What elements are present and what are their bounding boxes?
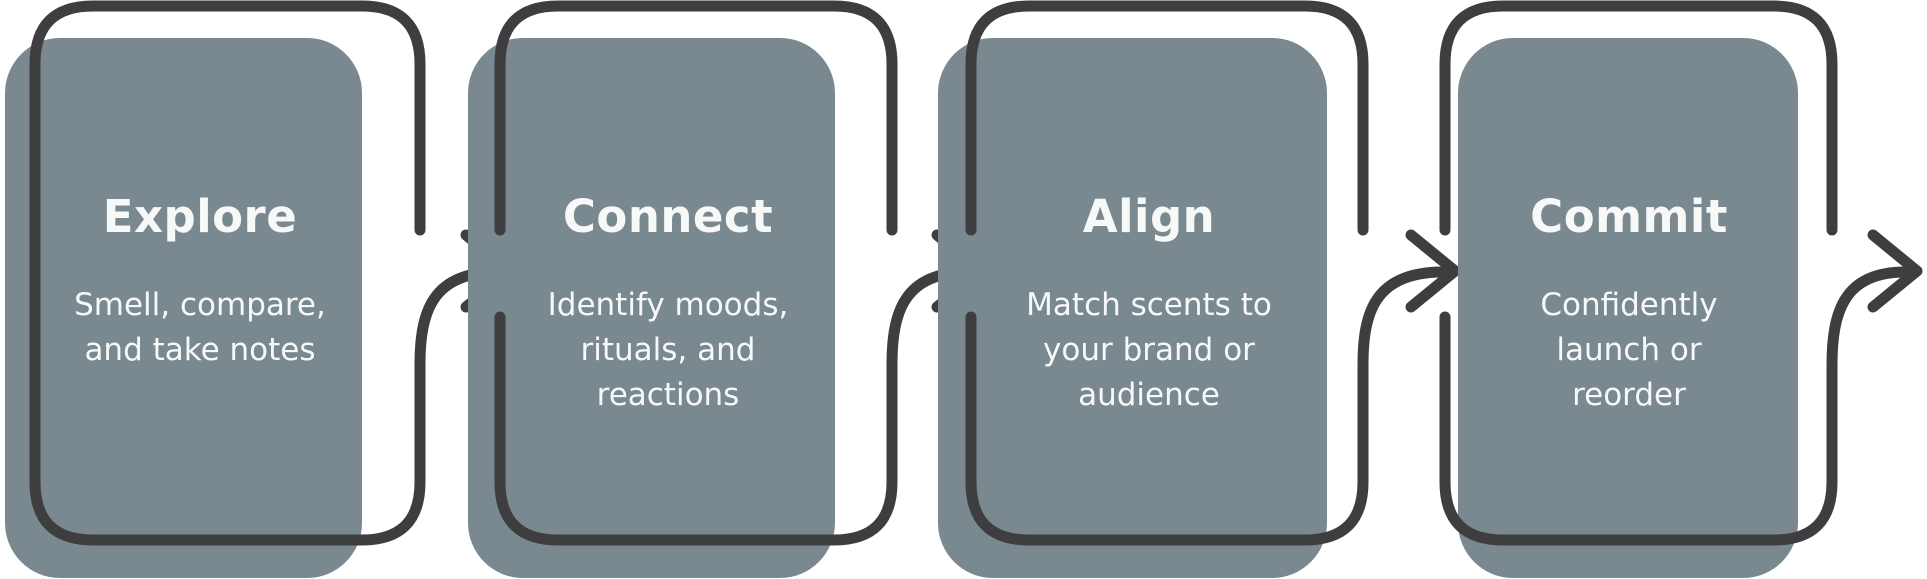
step-card-outline (965, 266, 1449, 546)
arrow-right-icon (1405, 229, 1461, 313)
step-card-background (468, 38, 835, 578)
step-card-outline (29, 0, 504, 546)
step-card-outline (494, 266, 975, 546)
step-1-shapes (5, 0, 516, 578)
step-card-background (5, 38, 362, 578)
arrow-right-icon (1867, 229, 1923, 313)
step-card-outline (965, 0, 1369, 236)
step-card-outline (1439, 266, 1911, 546)
step-card-background (938, 38, 1327, 578)
step-3-shapes (938, 0, 1461, 578)
step-card-outline (1439, 0, 1838, 236)
step-card-outline (494, 0, 898, 236)
step-2-shapes (468, 0, 987, 578)
step-card-background (1458, 38, 1798, 578)
step-4-shapes (1439, 0, 1923, 578)
